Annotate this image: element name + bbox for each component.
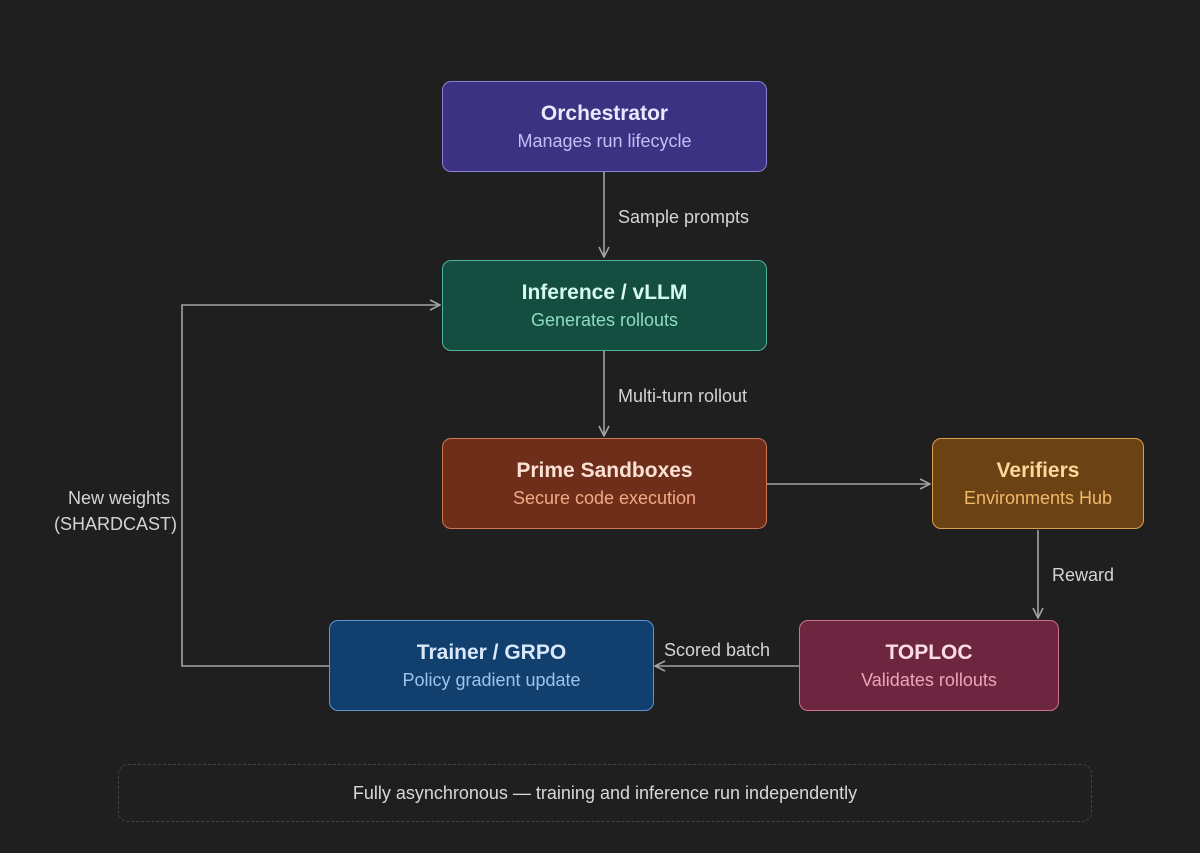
verifiers-subtitle: Environments Hub xyxy=(963,487,1113,508)
sandboxes-title: Prime Sandboxes xyxy=(516,458,693,482)
toploc-node: TOPLOC Validates rollouts xyxy=(799,620,1059,711)
orchestrator-title: Orchestrator xyxy=(540,101,669,125)
verifiers-node: Verifiers Environments Hub xyxy=(932,438,1144,529)
edge-trainer-to-inference xyxy=(181,305,440,667)
footer-note: Fully asynchronous — training and infere… xyxy=(118,764,1092,822)
orchestrator-node: Orchestrator Manages run lifecycle xyxy=(442,81,767,172)
trainer-title: Trainer / GRPO xyxy=(416,640,567,664)
trainer-node: Trainer / GRPO Policy gradient update xyxy=(329,620,654,711)
inference-node: Inference / vLLM Generates rollouts xyxy=(442,260,767,351)
footer-text: Fully asynchronous — training and infere… xyxy=(352,782,858,803)
edge-label-reward: Reward xyxy=(1052,565,1115,585)
orchestrator-subtitle: Manages run lifecycle xyxy=(517,130,692,151)
sandboxes-node: Prime Sandboxes Secure code execution xyxy=(442,438,767,529)
edge-label-multi-turn-rollout: Multi-turn rollout xyxy=(618,386,748,406)
sandboxes-subtitle: Secure code execution xyxy=(512,487,697,508)
trainer-subtitle: Policy gradient update xyxy=(402,669,581,690)
verifiers-title: Verifiers xyxy=(996,458,1080,482)
inference-subtitle: Generates rollouts xyxy=(530,309,679,330)
edge-label-sample-prompts: Sample prompts xyxy=(618,207,750,227)
edge-label-scored-batch: Scored batch xyxy=(664,640,771,660)
edge-label-new-weights: New weights xyxy=(68,488,171,508)
inference-title: Inference / vLLM xyxy=(521,280,688,304)
toploc-title: TOPLOC xyxy=(885,640,973,664)
toploc-subtitle: Validates rollouts xyxy=(861,669,997,690)
edge-label-shardcast: (SHARDCAST) xyxy=(54,514,178,534)
